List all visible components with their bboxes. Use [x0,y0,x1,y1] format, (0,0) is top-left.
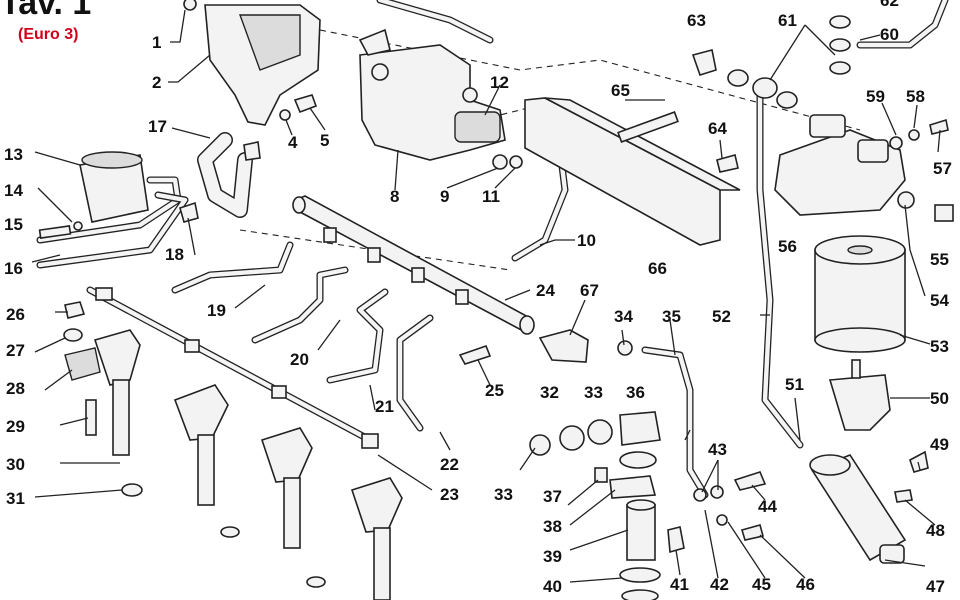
diagram-subtitle: (Euro 3) [18,26,79,43]
callout-37: 37 [543,487,562,506]
callout-56: 56 [778,237,797,256]
callout-66: 66 [648,259,667,278]
callout-5: 5 [320,131,329,150]
callout-63: 63 [687,11,706,30]
callout-54: 54 [930,291,949,310]
callout-22: 22 [440,455,459,474]
grommet-36 [619,411,661,446]
callout-36: 36 [626,383,645,402]
callout-10: 10 [577,231,596,250]
callout-11: 11 [482,187,500,206]
clip-38 [609,475,657,499]
filter-cartridge [814,235,906,353]
callout-58: 58 [906,87,925,106]
callout-64: 64 [708,119,727,138]
callout-24: 24 [536,281,555,300]
callout-17: 17 [148,117,167,136]
callout-9: 9 [440,187,449,206]
callout-numbers: 1 2 4 5 8 9 10 11 12 13 14 15 16 17 18 1… [4,0,952,596]
callout-15: 15 [4,215,23,234]
callout-35: 35 [662,307,681,326]
callout-46: 46 [796,575,815,594]
callout-33b: 33 [584,383,603,402]
callout-2: 2 [152,73,161,92]
callout-23: 23 [440,485,459,504]
sleeve-39 [626,504,656,561]
callout-20: 20 [290,350,309,369]
callout-19: 19 [207,301,226,320]
callout-42: 42 [710,575,729,594]
pump-gland [358,28,391,56]
callout-14: 14 [4,181,23,200]
callout-62: 62 [880,0,899,10]
callout-28: 28 [6,379,25,398]
callout-33a: 33 [494,485,513,504]
fuel-rail [293,195,531,334]
bolt-1 [183,0,197,11]
callout-39: 39 [543,547,562,566]
callout-44: 44 [758,497,777,516]
callout-30: 30 [6,455,25,474]
injector-1 [64,329,141,456]
callout-29: 29 [6,417,25,436]
callout-65: 65 [611,81,630,100]
callout-31: 31 [6,489,25,508]
callout-50: 50 [930,389,949,408]
leader-lines [31,9,941,583]
callout-1: 1 [152,33,161,52]
callout-61: 61 [778,11,797,30]
water-sensor [828,374,891,431]
callout-26: 26 [6,305,25,324]
callout-13: 13 [4,145,23,164]
callout-53: 53 [930,337,949,356]
callout-8: 8 [390,187,399,206]
injector-3 [260,427,313,549]
callout-34: 34 [614,307,633,326]
callout-55: 55 [930,250,949,269]
callout-49: 49 [930,435,949,454]
callout-18: 18 [165,245,184,264]
injector-4 [350,477,403,600]
callout-21: 21 [375,397,394,416]
callout-43: 43 [708,440,727,459]
injector-pipe-20 [251,266,349,344]
callout-40: 40 [543,577,562,596]
callout-51: 51 [785,375,804,394]
callout-52: 52 [712,307,731,326]
return-pipe-60 [856,0,949,49]
callout-47: 47 [926,577,945,596]
callout-38: 38 [543,517,562,536]
callout-4: 4 [288,133,298,152]
callout-60: 60 [880,25,899,44]
callout-27: 27 [6,341,25,360]
callout-48: 48 [926,521,945,540]
callout-59: 59 [866,87,885,106]
callout-41: 41 [670,575,689,594]
callout-57: 57 [933,159,952,178]
diagram-title: Tav. 1 [0,0,92,22]
callout-45: 45 [752,575,771,594]
callout-12: 12 [490,73,509,92]
electric-fuel-pump [809,454,907,564]
callout-67: 67 [580,281,599,300]
callout-25: 25 [485,381,504,400]
injector-2 [173,384,229,506]
callout-16: 16 [4,259,23,278]
pressure-sensor [538,329,589,363]
callout-32: 32 [540,383,559,402]
